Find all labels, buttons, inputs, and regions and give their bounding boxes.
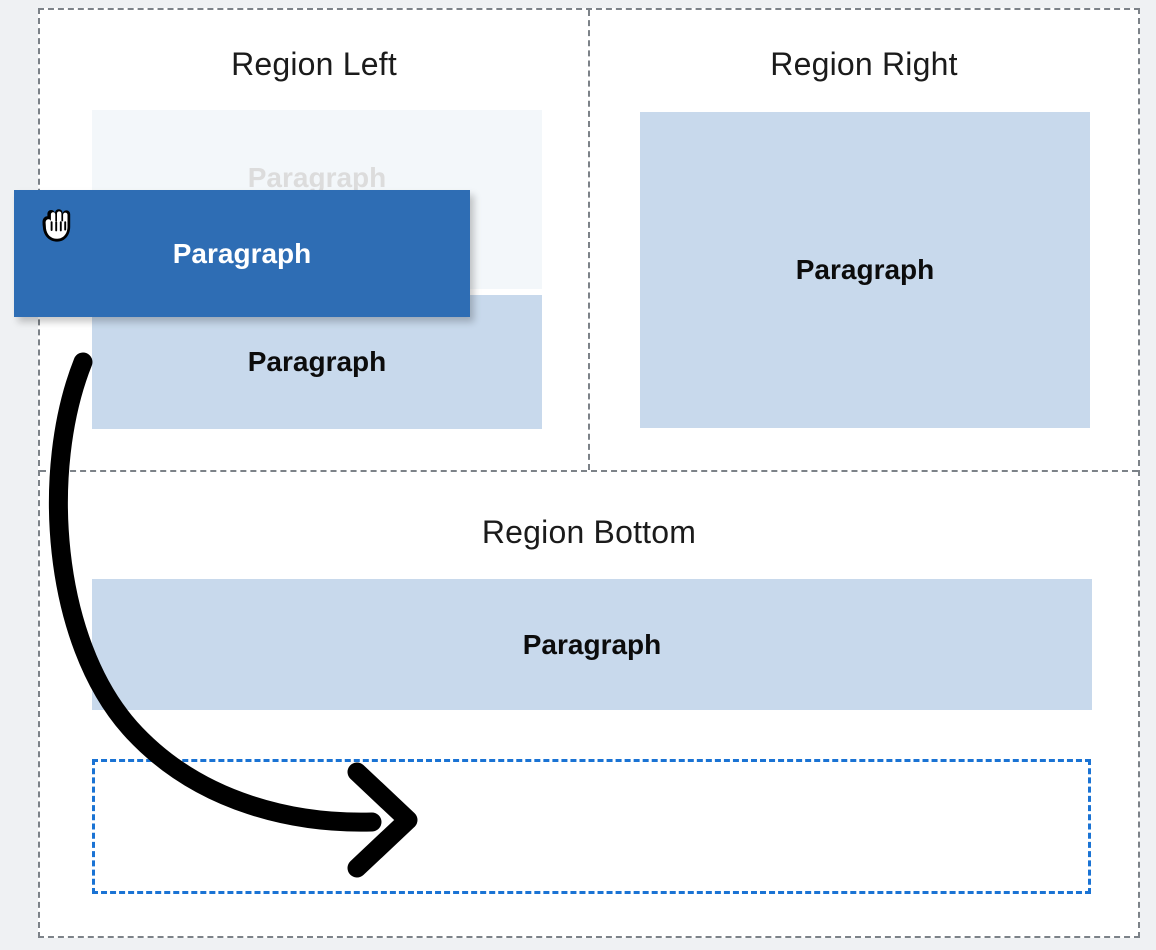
region-bottom-paragraph-1[interactable]: Paragraph — [92, 579, 1092, 710]
drag-drop-canvas: Region Left Paragraph Paragraph Region R… — [38, 8, 1140, 938]
dragged-paragraph-card[interactable]: Paragraph — [14, 190, 470, 317]
region-left-title: Region Left — [231, 46, 397, 82]
paragraph-label: Paragraph — [247, 346, 387, 377]
paragraph-label: Paragraph — [247, 162, 387, 193]
region-bottom-title: Region Bottom — [481, 514, 697, 550]
paragraph-label: Paragraph — [522, 628, 662, 660]
paragraph-label: Paragraph — [795, 254, 935, 285]
region-right[interactable]: Region Right Paragraph — [590, 10, 1138, 470]
region-right-title: Region Right — [770, 46, 958, 82]
region-right-paragraph-1[interactable]: Paragraph — [640, 112, 1090, 428]
region-bottom[interactable]: Region Bottom Paragraph — [40, 470, 1138, 936]
region-bottom-drop-zone[interactable] — [92, 759, 1091, 894]
grabbing-hand-icon — [33, 203, 79, 249]
dragged-card-label: Paragraph — [172, 237, 312, 269]
